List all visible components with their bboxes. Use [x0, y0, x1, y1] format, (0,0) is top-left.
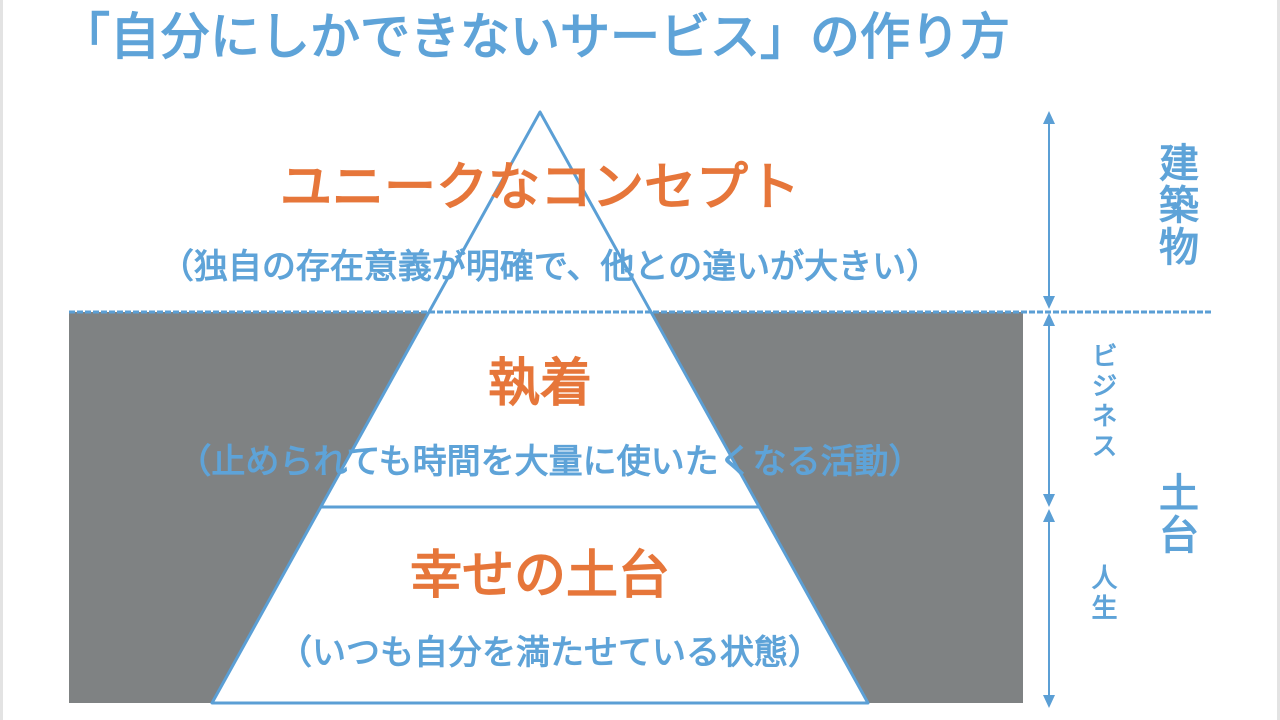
page-title: 「自分にしかできないサービス」の作り方	[60, 8, 1010, 66]
tier-1-subtitle: （独自の存在意義が明確で、他との違いが大きい）	[159, 247, 941, 287]
tier-1-title: ユニークなコンセプト	[279, 158, 800, 218]
slide-left-edge	[0, 0, 3, 720]
label-foundation: 土台	[1152, 472, 1198, 556]
tier-2-title: 執着	[487, 354, 592, 414]
arrow-life-range	[1043, 509, 1055, 708]
label-building: 建築物	[1152, 142, 1198, 268]
arrow-business-range	[1043, 313, 1055, 507]
arrow-top-section	[1043, 111, 1055, 309]
tier-3-subtitle: （いつも自分を満たせている状態）	[278, 633, 822, 673]
label-business: ビジネス	[1087, 342, 1117, 462]
tier-2-subtitle: （止められても時間を大量に使いたくなる活動）	[177, 442, 923, 482]
tier-3-title: 幸せの土台	[409, 546, 670, 606]
slide-right-edge	[1277, 0, 1280, 720]
label-life: 人生	[1087, 564, 1117, 624]
